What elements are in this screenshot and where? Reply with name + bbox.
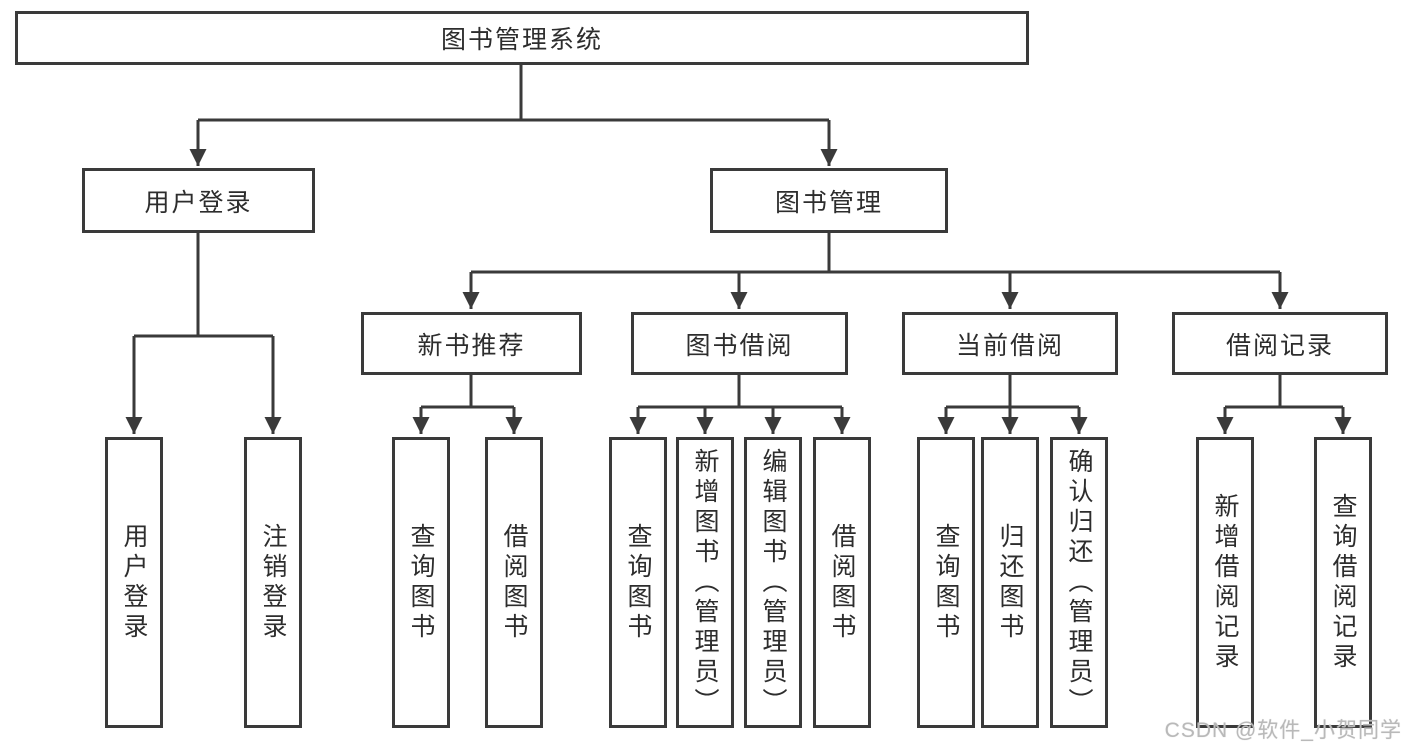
node-new-book-recommend: 新书推荐 (361, 312, 582, 375)
leaf-user-login: 用户登录 (105, 437, 163, 728)
leaf-return-book: 归还图书 (981, 437, 1039, 728)
node-book-borrow: 图书借阅 (631, 312, 848, 375)
leaf-query-borrow-record: 查询借阅记录 (1314, 437, 1372, 728)
current-borrow-splitter-line (946, 375, 1079, 409)
leaf-borrow-books-2: 借阅图书 (813, 437, 871, 728)
leaf-query-books-3: 查询图书 (917, 437, 975, 728)
leaf-add-book-admin: 新增图书（管理员） (676, 437, 734, 728)
leaf-edit-book-admin: 编辑图书（管理员） (744, 437, 802, 728)
book-management-splitter-line (471, 233, 1280, 274)
leaf-borrow-books-1: 借阅图书 (485, 437, 543, 728)
node-current-borrow: 当前借阅 (902, 312, 1118, 375)
node-library-system: 图书管理系统 (15, 11, 1029, 65)
leaf-query-books-1: 查询图书 (392, 437, 450, 728)
new-book-splitter-line (421, 375, 514, 409)
book-borrow-splitter-line (638, 375, 842, 409)
leaf-logout: 注销登录 (244, 437, 302, 728)
borrow-records-splitter-line (1225, 375, 1343, 409)
node-user-login: 用户登录 (82, 168, 315, 233)
leaf-add-borrow-record: 新增借阅记录 (1196, 437, 1254, 728)
root-splitter-line (198, 65, 829, 122)
node-book-management: 图书管理 (710, 168, 948, 233)
user-login-splitter-line (134, 233, 273, 338)
watermark: CSDN @软件_小贺同学 (1164, 719, 1402, 742)
leaf-confirm-return-admin: 确认归还（管理员） (1050, 437, 1108, 728)
node-borrow-records: 借阅记录 (1172, 312, 1388, 375)
leaf-query-books-2: 查询图书 (609, 437, 667, 728)
